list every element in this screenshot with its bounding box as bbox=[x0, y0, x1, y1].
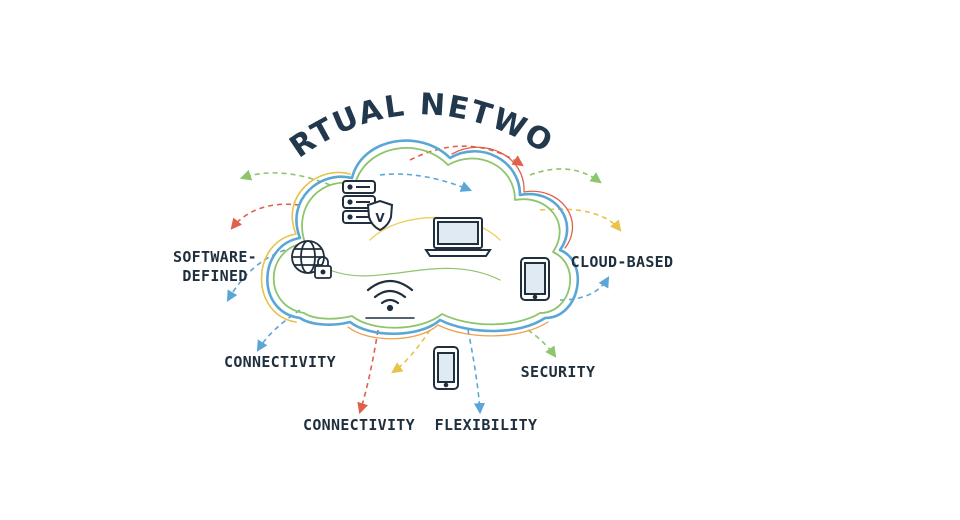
arrow-bottom-yellow bbox=[391, 329, 431, 374]
arrow-right-blue bbox=[559, 276, 610, 301]
label-software-defined-line2: DEFINED bbox=[182, 267, 247, 285]
arrow-left-blue bbox=[226, 249, 286, 302]
globe-lock-icon bbox=[291, 240, 332, 279]
arrow-top-right-green bbox=[529, 168, 602, 184]
label-software-defined-line1: SOFTWARE- bbox=[173, 248, 257, 266]
label-connectivity-left: CONNECTIVITY bbox=[224, 353, 336, 371]
arrow-bottom-right-green bbox=[527, 329, 557, 358]
label-connectivity-bottom: CONNECTIVITY bbox=[303, 416, 415, 434]
smartphone-icon bbox=[433, 346, 459, 390]
wifi-icon bbox=[365, 279, 415, 319]
arrow-left-red bbox=[230, 203, 301, 230]
label-security: SECURITY bbox=[521, 363, 596, 381]
arrow-bottom-blue bbox=[467, 329, 486, 415]
arrow-top-blue bbox=[379, 173, 473, 192]
shield-glyph: V bbox=[375, 211, 385, 225]
server-shield-icon bbox=[342, 180, 394, 232]
cloud-icon bbox=[260, 139, 580, 340]
diagram-title: VIRTUAL NETWORK bbox=[0, 0, 560, 165]
arrow-right-yellow bbox=[539, 208, 622, 232]
arrow-bottom-red bbox=[357, 329, 379, 415]
arrow-bottom-left-blue bbox=[256, 309, 301, 352]
tablet-icon bbox=[520, 257, 550, 301]
flow-arrows bbox=[226, 145, 622, 415]
label-flexibility: FLEXIBILITY bbox=[435, 416, 538, 434]
laptop-icon bbox=[424, 217, 492, 257]
label-cloud-based: CLOUD-BASED bbox=[571, 253, 674, 271]
